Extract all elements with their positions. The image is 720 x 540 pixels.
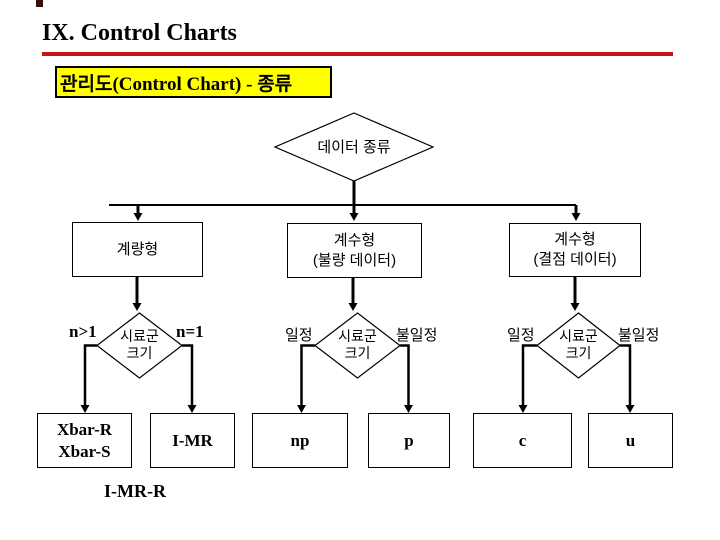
branch-box-attribute-defective: 계수형 (불량 데이터)	[287, 223, 422, 278]
edge-label-n-eq-1: n=1	[176, 322, 204, 341]
branch-label-line2: (결점 데이터)	[533, 251, 617, 268]
branch-label-line1: 계수형	[554, 231, 596, 248]
subtitle-text: 관리도(Control Chart) - 종류	[60, 73, 293, 95]
root-diamond-label: 데이터 종류	[317, 139, 391, 156]
decision-label-2: 시료군 크기	[338, 328, 377, 361]
edge-label-n-gt-1: n>1	[69, 322, 97, 341]
branch-label-line2: (불량 데이터)	[312, 251, 397, 269]
branch-box-variable: 계량형	[72, 222, 203, 277]
subtitle-highlight: 관리도(Control Chart) - 종류	[55, 66, 332, 98]
title-divider	[42, 52, 673, 56]
decision-diamond-3	[536, 312, 621, 379]
annotation-imr-r: I-MR-R	[104, 481, 166, 501]
branch-label-line1: 계수형	[333, 231, 376, 249]
edge-label-varying-2: 불일정	[618, 327, 660, 344]
edge-label-constant-2: 일정	[507, 327, 535, 344]
leaf-box-p: p	[368, 413, 450, 468]
decision-diamond-1	[96, 312, 183, 379]
branch-box-attribute-defect: 계수형 (결점 데이터)	[509, 223, 641, 277]
edge-label-constant-1: 일정	[285, 327, 313, 344]
decision-label-3: 시료군 크기	[559, 328, 598, 361]
slide-title: IX. Control Charts	[42, 20, 237, 46]
corner-mark	[36, 0, 43, 7]
decision-label-1: 시료군 크기	[120, 328, 159, 361]
branch-label: 계량형	[116, 240, 159, 258]
leaf-box-imr: I-MR	[150, 413, 235, 468]
edge-label-varying-1: 불일정	[396, 327, 438, 344]
decision-diamond-2	[314, 312, 401, 379]
leaf-box-np: np	[252, 413, 348, 468]
leaf-box-xbar: Xbar-R Xbar-S	[37, 413, 132, 468]
leaf-box-u: u	[588, 413, 673, 468]
leaf-box-c: c	[473, 413, 572, 468]
